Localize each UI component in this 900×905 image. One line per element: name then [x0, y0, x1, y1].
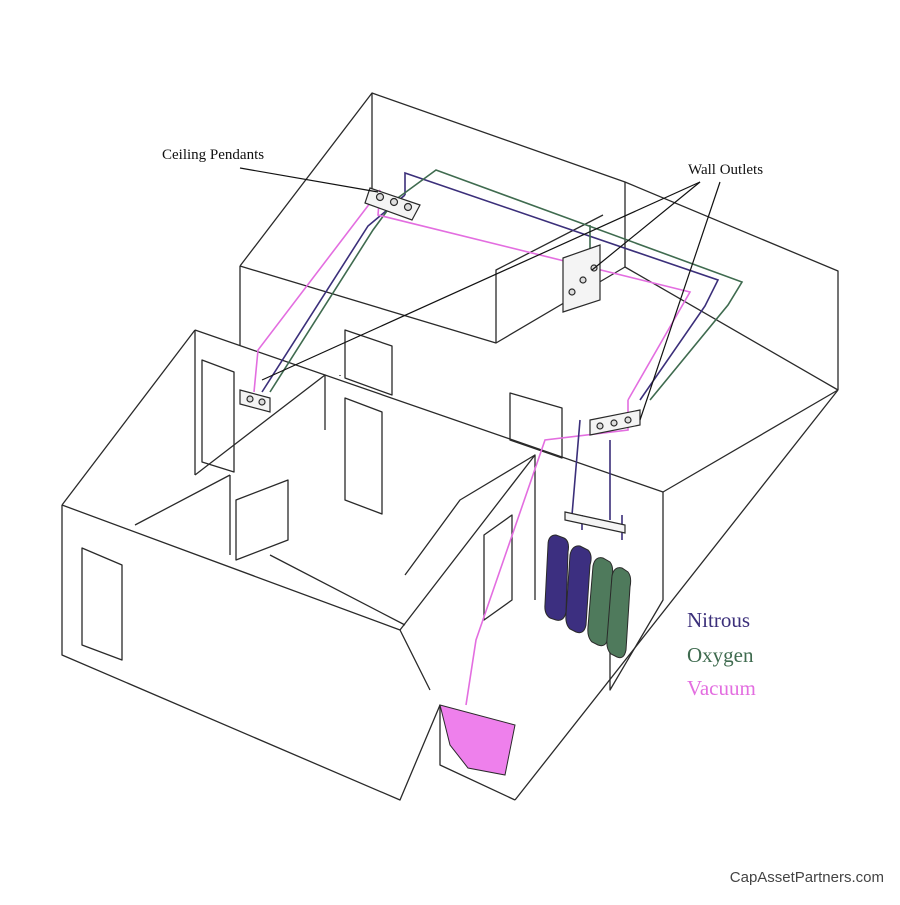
pendant-valve-icon [375, 192, 385, 202]
front-top-wall [61, 329, 196, 506]
front-left-wall [61, 505, 441, 801]
back-right-edge [662, 389, 839, 493]
gas-tanks [544, 534, 632, 659]
outlet-leader-right [639, 181, 721, 421]
outlet-valve-icon [610, 419, 618, 427]
legend-oxygen: Oxygen [687, 643, 754, 667]
right-closet-wall [609, 492, 664, 691]
floor-front-edge [439, 705, 516, 801]
front-main-wall [61, 504, 431, 691]
outlet-valve-icon [579, 276, 587, 284]
pendant-valve-icon [389, 197, 399, 207]
wall-outlet-left-icon [239, 389, 271, 413]
ceiling-pendants-label: Ceiling Pendants [162, 147, 265, 163]
callout-lines [239, 167, 721, 421]
vacuum-receptacle-icon [439, 704, 516, 776]
oxygen-line [269, 169, 744, 401]
door-back [344, 329, 393, 396]
outlet-leader-left [261, 181, 701, 381]
door-right-room [483, 514, 513, 621]
oxygen-tank-icon [606, 567, 632, 659]
nitrous-tank-icon [565, 545, 592, 634]
door-mid-room [344, 397, 383, 515]
floor-right-edge [514, 389, 839, 801]
inner-partition-2 [269, 454, 536, 626]
upper-partition [239, 265, 839, 391]
tank-drop-lines [571, 419, 623, 540]
building-outline [61, 92, 839, 801]
inner-partition-1 [134, 374, 326, 555]
watermark: CapAssetPartners.com [729, 869, 884, 886]
outlets [239, 187, 641, 534]
outlet-valve-icon [568, 288, 576, 296]
outlet-valve-icon [624, 416, 632, 424]
legend-nitrous: Nitrous [687, 608, 750, 632]
pendant-valve-icon [403, 202, 413, 212]
outlet-valve-icon [596, 422, 604, 430]
legend-vacuum: Vacuum [687, 676, 756, 700]
wall-outlets-label: Wall Outlets [688, 162, 764, 178]
back-top-wall [371, 92, 839, 390]
outlet-leader-top [591, 181, 701, 271]
manifold-icon [564, 511, 626, 534]
window-partition [235, 479, 289, 561]
pipe-lines [253, 169, 744, 706]
door-back-right [509, 392, 563, 459]
door-front-left [81, 547, 123, 661]
middle-wall [194, 329, 664, 493]
nitrous-tank-icon [544, 534, 569, 621]
outlet-valve-icon [246, 395, 254, 403]
nitrous-line [261, 171, 720, 401]
upper-divider [495, 182, 626, 343]
pendant-leader [239, 167, 379, 193]
right-front-wall [399, 454, 536, 631]
outlet-valve-icon [258, 398, 266, 406]
door-left-room [201, 359, 235, 473]
